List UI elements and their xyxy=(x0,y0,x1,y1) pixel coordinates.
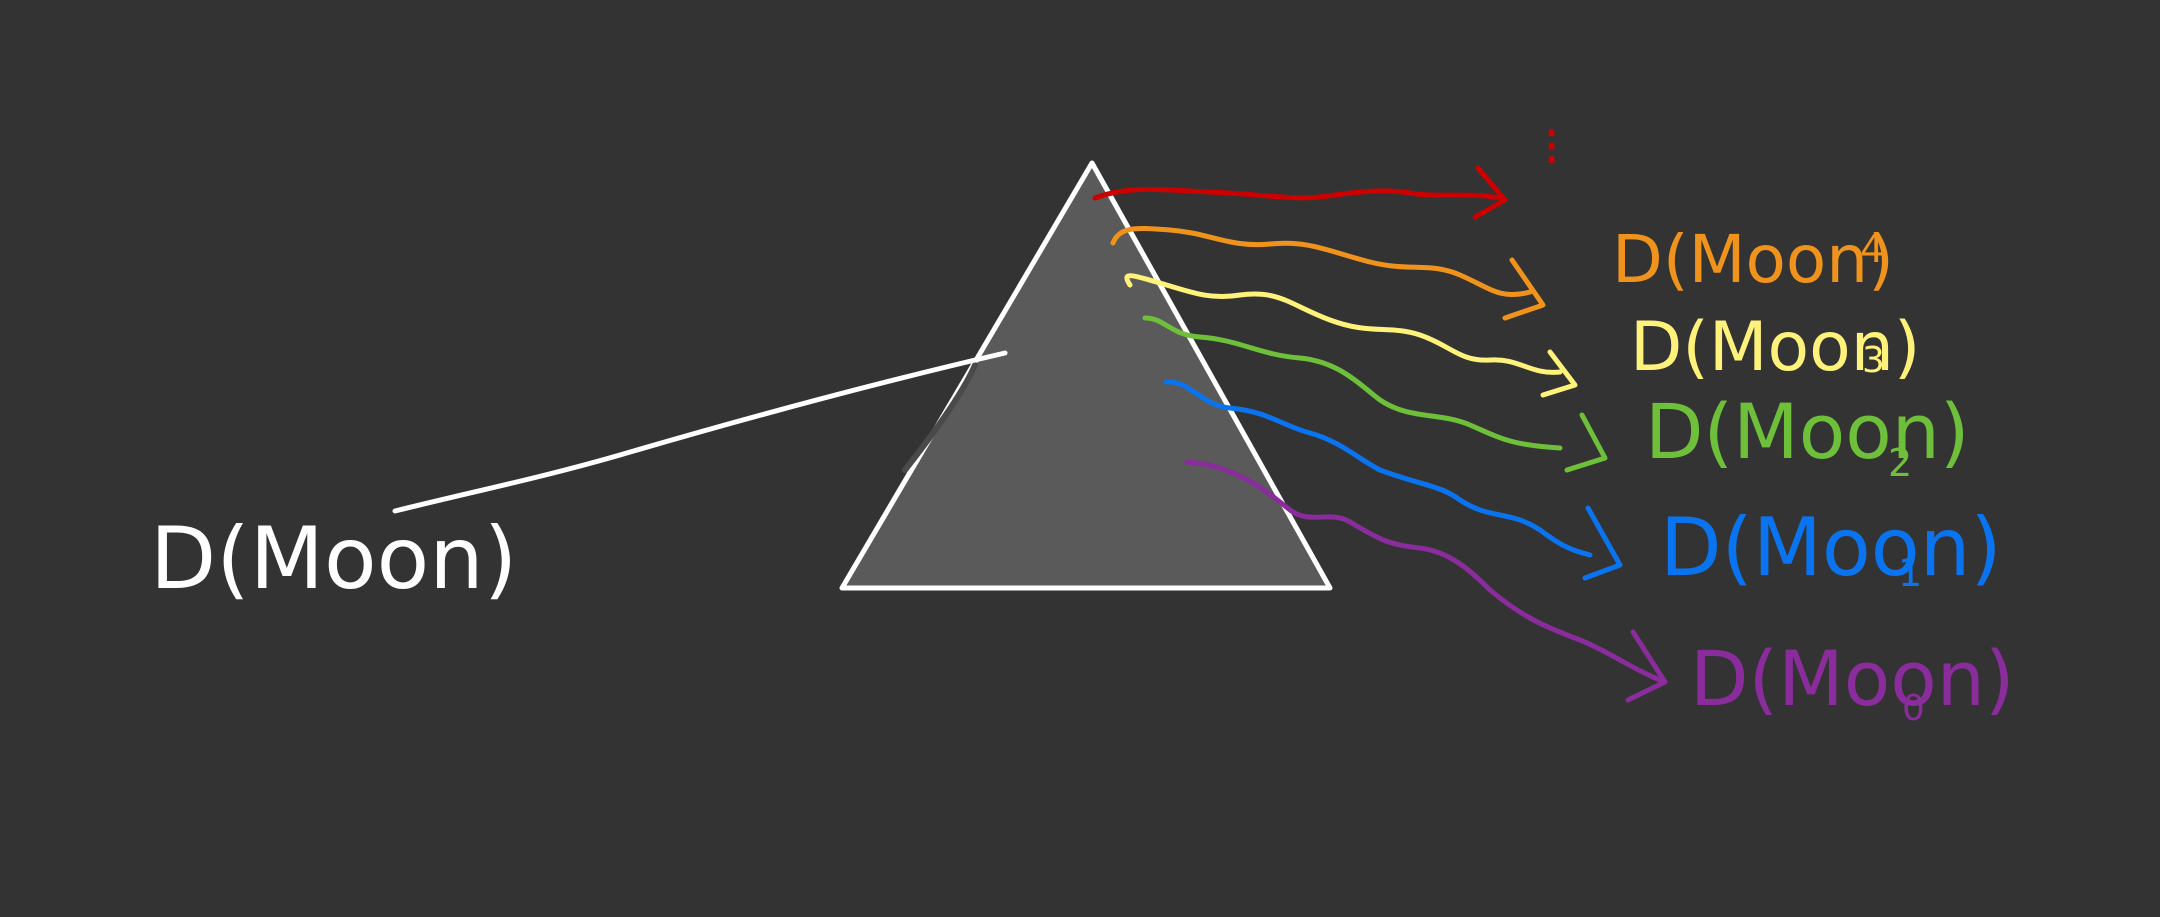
output-label-0-sub: 0 xyxy=(1902,688,1925,729)
output-label-0-text: D(Moon) xyxy=(1690,634,2015,723)
output-label-4-text: D(Moon) xyxy=(1612,221,1894,298)
output-label-3-text: D(Moon) xyxy=(1630,308,1920,387)
prism-shadow xyxy=(902,362,978,473)
ray-orange xyxy=(1110,225,1533,298)
ray-green xyxy=(1142,315,1563,451)
output-label-3: D(Moon) 3 xyxy=(1630,308,1920,387)
red-annotation-dots: ⁝ xyxy=(1543,115,1560,178)
output-label-1-sub: 1 xyxy=(1898,551,1922,595)
output-label-0: D(Moon) 0 xyxy=(1690,634,2015,729)
ray-yellow-arrowhead xyxy=(1540,349,1578,398)
output-label-2-text: D(Moon) xyxy=(1645,387,1970,476)
output-label-3-sub: 3 xyxy=(1862,340,1885,381)
output-label-4: D(Moon) 4 xyxy=(1612,221,1894,298)
ray-yellow xyxy=(1124,273,1563,375)
ray-red-arrowhead xyxy=(1472,165,1508,220)
input-beam xyxy=(392,350,1008,514)
ray-blue-arrowhead xyxy=(1582,505,1623,581)
ray-blue xyxy=(1163,379,1593,558)
output-label-2: D(Moon) 2 xyxy=(1645,387,1970,485)
output-label-1-text: D(Moon) xyxy=(1660,501,2002,594)
output-label-2-sub: 2 xyxy=(1888,441,1912,485)
ray-green-arrowhead xyxy=(1564,412,1608,473)
ray-purple-arrowhead xyxy=(1625,629,1668,703)
ray-purple xyxy=(1184,459,1663,683)
input-label: D(Moon) xyxy=(150,509,517,609)
output-label-4-sub: 4 xyxy=(1860,227,1884,271)
ray-orange-arrowhead xyxy=(1502,257,1546,321)
ray-red xyxy=(1092,186,1503,201)
output-label-1: D(Moon) 1 xyxy=(1660,501,2002,595)
